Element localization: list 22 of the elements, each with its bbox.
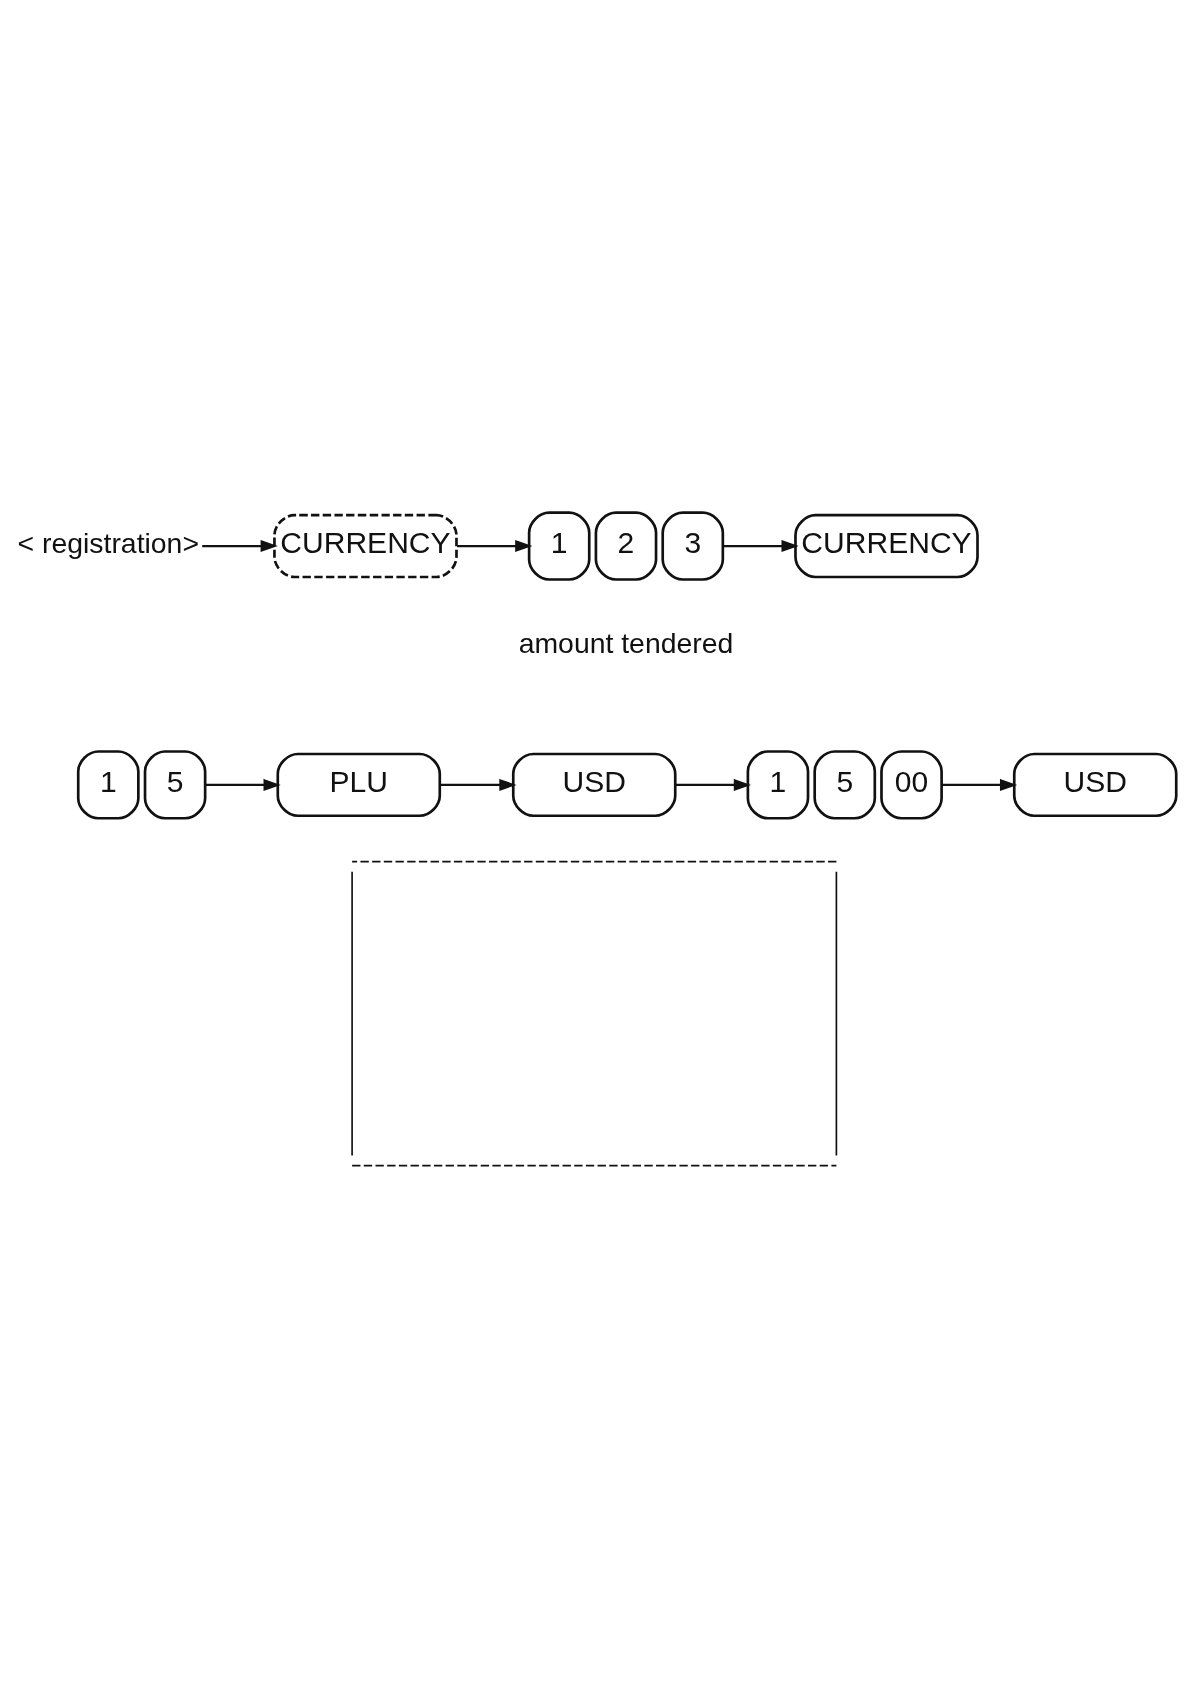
arrow: [457, 539, 533, 552]
node-box: 1: [527, 510, 591, 581]
arrow: [723, 539, 799, 552]
node-box: 5: [813, 749, 877, 820]
arrow: [205, 778, 281, 791]
arrow: [675, 778, 751, 791]
node-label: amount tendered: [518, 626, 734, 659]
node-box: CURRENCY: [794, 513, 979, 578]
node-text: < registration>: [17, 526, 199, 559]
arrow: [941, 778, 1018, 791]
node-box: PLU: [276, 752, 442, 817]
node-box: 00: [880, 749, 943, 820]
node-box: USD: [1012, 752, 1178, 817]
node-box: CURRENCY: [273, 513, 458, 578]
arrow: [440, 778, 517, 791]
node-box: 2: [594, 510, 658, 581]
arrow: [202, 539, 278, 552]
node-box: 1: [76, 749, 140, 820]
node-box: 1: [746, 749, 810, 820]
node-box: 3: [661, 510, 725, 581]
node-box: 5: [143, 749, 207, 820]
node-box: USD: [511, 752, 677, 817]
